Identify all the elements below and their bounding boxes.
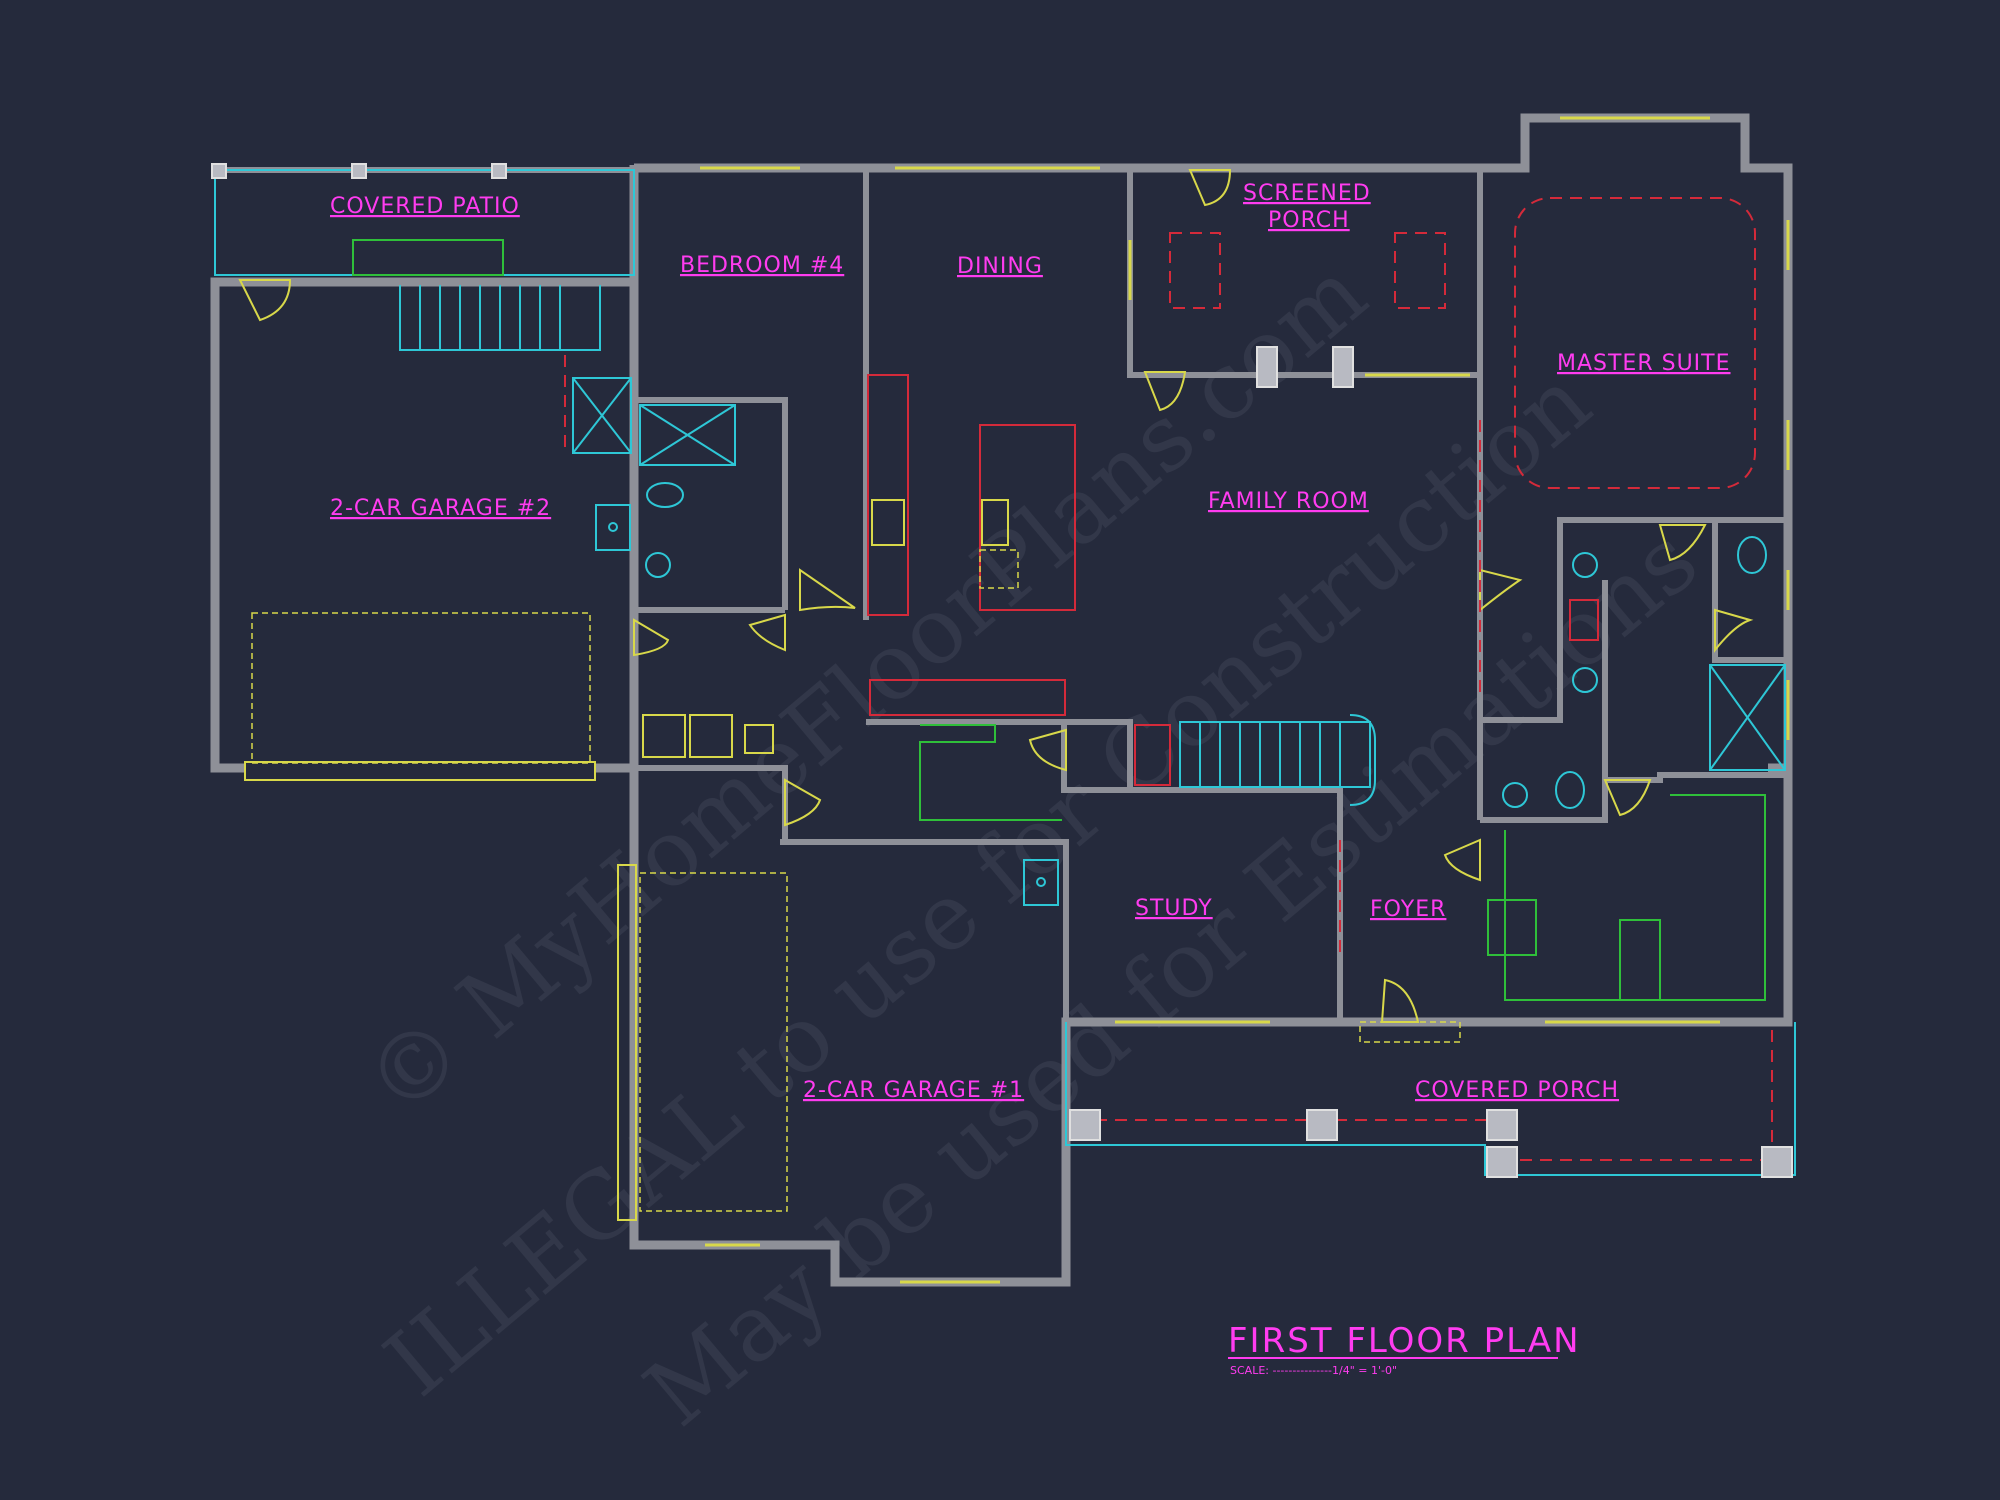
porch-fan-2: [1394, 232, 1446, 309]
wall-wc: [1712, 520, 1788, 663]
screened-column: [1332, 346, 1354, 388]
porch-column: [1069, 1109, 1101, 1141]
label-foyer: FOYER: [1370, 897, 1446, 922]
master-toilet: [1737, 536, 1767, 574]
kitchen: [564, 197, 1773, 1161]
door-swing: [238, 279, 292, 322]
garage2-stair-treads: [419, 285, 561, 350]
porch-column: [1761, 1146, 1793, 1178]
door-swing: [1714, 608, 1754, 653]
label-dining: DINING: [957, 254, 1043, 279]
room-labels: COVERED PATIO BEDROOM #4 DINING SCREENED…: [330, 181, 1731, 1103]
master-sink-1: [1572, 552, 1598, 578]
doors: [238, 169, 1754, 1023]
porch-fan-1: [1169, 232, 1221, 309]
door-swing: [748, 613, 786, 652]
door-swing: [633, 618, 670, 657]
porch-outline: [1065, 1022, 1796, 1176]
laundry-sink: [744, 724, 774, 754]
wall-right-lower: [1768, 768, 1793, 1027]
pantry-shelf: [919, 724, 1062, 821]
label-study: STUDY: [1135, 896, 1213, 921]
island-seating: [979, 549, 1019, 589]
door-swing: [1443, 838, 1481, 882]
kitchen-cabinets-left: [867, 374, 909, 616]
master-shower: [1709, 664, 1786, 771]
wall-garage1-top: [780, 839, 1069, 1022]
watermark-estimations: May be used for Estimations: [625, 506, 1717, 1447]
bedroom-shower: [639, 404, 736, 466]
patio-column: [351, 163, 367, 179]
label-master-suite: MASTER SUITE: [1557, 351, 1731, 376]
door-swing: [799, 568, 856, 612]
patio-column: [491, 163, 507, 179]
door-swing: [1380, 978, 1420, 1023]
wall-master-top: [1480, 113, 1793, 773]
wall-bedroom-right: [634, 397, 788, 610]
door-swing: [784, 778, 822, 827]
main-stair-treads: [1199, 722, 1341, 787]
kitchen-island: [979, 424, 1076, 611]
drawing-title: FIRST FLOOR PLAN: [1228, 1321, 1581, 1361]
door-swing: [1479, 568, 1523, 613]
dryer: [689, 714, 733, 758]
door-swing: [1028, 728, 1067, 772]
island-sink: [981, 499, 1009, 546]
cooktop: [871, 499, 905, 546]
door-swing: [1603, 779, 1652, 817]
main-stair: [1179, 721, 1371, 788]
porch-column: [1306, 1109, 1338, 1141]
porch-column: [1486, 1109, 1518, 1141]
garage1-sink: [1023, 859, 1059, 906]
label-bedroom4: BEDROOM #4: [680, 253, 844, 278]
door-swing: [1188, 169, 1232, 207]
label-family-room: FAMILY ROOM: [1208, 489, 1369, 514]
master-vanity: [1569, 599, 1599, 641]
toilet: [646, 482, 684, 508]
stairs-and-fixtures: [214, 169, 1796, 1176]
kitchen-counter-bottom: [869, 679, 1066, 716]
powder-sink: [1502, 782, 1528, 808]
garage-door-1: [617, 864, 637, 1221]
porch-column: [1486, 1146, 1518, 1178]
washer: [642, 714, 686, 758]
closet-island: [1619, 919, 1661, 1001]
label-garage2: 2-CAR GARAGE #2: [330, 496, 551, 521]
garage-door-2: [244, 761, 596, 781]
title-block: FIRST FLOOR PLAN SCALE: ---------------1…: [1228, 1321, 1581, 1377]
porch-columns: [211, 163, 1793, 1178]
powder-toilet: [1555, 771, 1585, 809]
label-covered-porch: COVERED PORCH: [1415, 1078, 1619, 1103]
wall-master-bath: [1480, 517, 1788, 723]
wall-screened-left: [1127, 168, 1480, 378]
label-garage1: 2-CAR GARAGE #1: [803, 1078, 1024, 1103]
master-tray-ceiling: [1514, 197, 1756, 489]
laundry: [642, 714, 1766, 1001]
wall-garage2-bottom: [595, 165, 639, 773]
patio-grill: [352, 239, 504, 276]
master-sink-2: [1572, 667, 1598, 693]
sink: [645, 552, 671, 578]
master-closet-shelf: [1504, 794, 1766, 1001]
wall-garage2: [210, 277, 634, 773]
patio-column: [211, 163, 227, 179]
stair-newel: [1349, 714, 1376, 806]
patio-outline: [214, 169, 635, 276]
windows: [244, 116, 1790, 1284]
label-screened-porch-1: SCREENED: [1243, 181, 1371, 206]
bath-tub: [572, 377, 632, 454]
garage1-car-outline: [639, 872, 788, 1212]
door-swing: [1143, 371, 1187, 412]
label-screened-porch-2: PORCH: [1268, 208, 1350, 233]
garage2-car-outline: [251, 612, 591, 764]
door-swing: [1658, 524, 1707, 562]
screened-column: [1256, 346, 1278, 388]
garage2-sink: [595, 504, 631, 551]
drawing-scale: SCALE: ---------------1/4" = 1'-0": [1230, 1364, 1397, 1377]
stair-closet: [1134, 724, 1171, 786]
label-covered-patio: COVERED PATIO: [330, 194, 520, 219]
closet-bench: [1487, 899, 1537, 956]
